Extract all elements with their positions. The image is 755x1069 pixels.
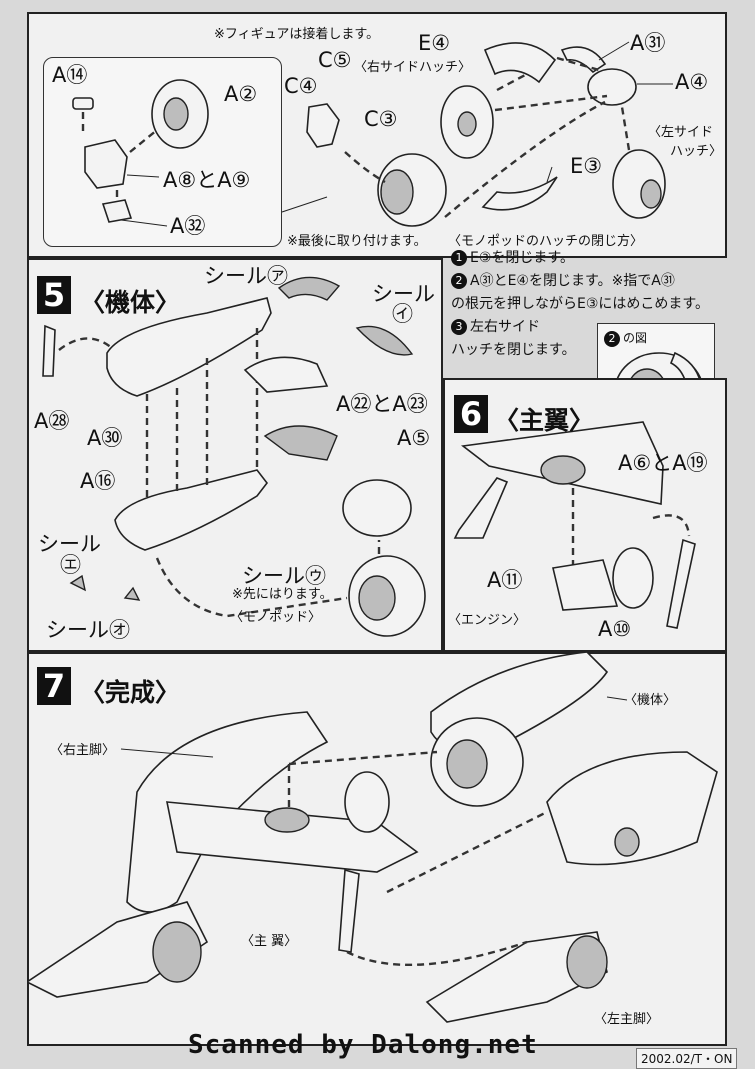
step6-number: 6 xyxy=(454,395,488,433)
hatch-step-2-text: A㉛とE④を閉じます。※指でA㉛ xyxy=(470,273,675,289)
label-a10: A⑩ xyxy=(598,617,632,641)
label-a11: A⑪ xyxy=(487,568,523,592)
step-badge-3: 3 xyxy=(451,319,467,335)
label-a16: A⑯ xyxy=(80,469,116,493)
note-attach-last: ※最後に取り付けます。 xyxy=(287,234,427,249)
label-left-hatch-1: 〈左サイド xyxy=(648,125,714,140)
step5-number: 5 xyxy=(37,276,71,314)
label-seal-a: シール㋐ xyxy=(204,264,288,288)
figure-2-label: の図 xyxy=(623,331,648,345)
scanner-credit: Scanned by Dalong.net xyxy=(188,1030,538,1060)
step6-drawing xyxy=(453,421,696,629)
step6-title: 〈主翼〉 xyxy=(494,406,595,435)
label-e3: E③ xyxy=(570,154,603,178)
hatch-step-2-cont: の根元を押しながらE③にはめこめます。 xyxy=(451,296,709,312)
label-a2: A② xyxy=(224,82,258,106)
step7-drawing xyxy=(27,652,718,1023)
label-c3: C③ xyxy=(364,107,398,131)
label-c4: C④ xyxy=(284,74,318,98)
label-seal-u: シール㋒ xyxy=(242,564,326,588)
label-seal-i-1: シール xyxy=(372,282,435,306)
label-seal-i-2: ㋑ xyxy=(392,302,413,326)
label-engine: 〈エンジン〉 xyxy=(448,613,527,628)
label-a22-a23: A㉒とA㉓ xyxy=(336,392,428,416)
label-e4: E④ xyxy=(418,31,451,55)
note-figure-glued: ※フィギュアは接着します。 xyxy=(214,27,380,42)
figure-2-badge: 2 xyxy=(604,330,620,347)
label-a28: A㉘ xyxy=(34,409,70,433)
label-right-leg: 〈右主脚〉 xyxy=(50,743,116,758)
hatch-step-1-text: E③を閉じます。 xyxy=(470,250,574,266)
label-a8-a9: A⑧とA⑨ xyxy=(163,168,251,192)
label-main-wing: 〈主 翼〉 xyxy=(241,934,298,949)
label-seal-e-2: ㋓ xyxy=(60,553,81,577)
note-seal-u-first: ※先にはります。 xyxy=(232,587,333,602)
label-a5: A⑤ xyxy=(397,426,431,450)
step5-title: 〈機体〉 xyxy=(80,288,181,317)
label-a31: A㉛ xyxy=(630,31,666,55)
step7-number: 7 xyxy=(37,667,71,705)
label-a4: A④ xyxy=(675,70,709,94)
label-a32: A㉜ xyxy=(170,214,206,238)
label-right-side-hatch: 〈右サイドハッチ〉 xyxy=(354,60,472,75)
step5-drawing xyxy=(42,276,426,637)
hatch-step-3-text: 左右サイド xyxy=(470,319,540,335)
label-seal-e-1: シール xyxy=(38,532,101,556)
top-assembly-drawing xyxy=(72,41,673,227)
step-badge-2: 2 xyxy=(451,273,467,289)
label-c5: C⑤ xyxy=(318,48,352,72)
label-seal-o: シール㋔ xyxy=(46,618,130,642)
label-left-leg: 〈左主脚〉 xyxy=(594,1012,660,1027)
label-a6-a19: A⑥とA⑲ xyxy=(618,451,708,475)
hatch-instructions-title: 〈モノポッドのハッチの閉じ方〉 xyxy=(448,234,644,249)
step-badge-1: 1 xyxy=(451,250,467,266)
step7-title: 〈完成〉 xyxy=(80,678,181,707)
label-monopod: 〈モノポッド〉 xyxy=(230,610,322,625)
label-a14: A⑭ xyxy=(52,63,88,87)
label-left-hatch-2: ハッチ〉 xyxy=(670,144,723,159)
print-code: 2002.02/T・ON xyxy=(636,1048,738,1069)
hatch-step-3-cont: ハッチを閉じます。 xyxy=(451,342,576,358)
label-a30: A㉚ xyxy=(87,426,123,450)
label-body: 〈機体〉 xyxy=(624,693,677,708)
